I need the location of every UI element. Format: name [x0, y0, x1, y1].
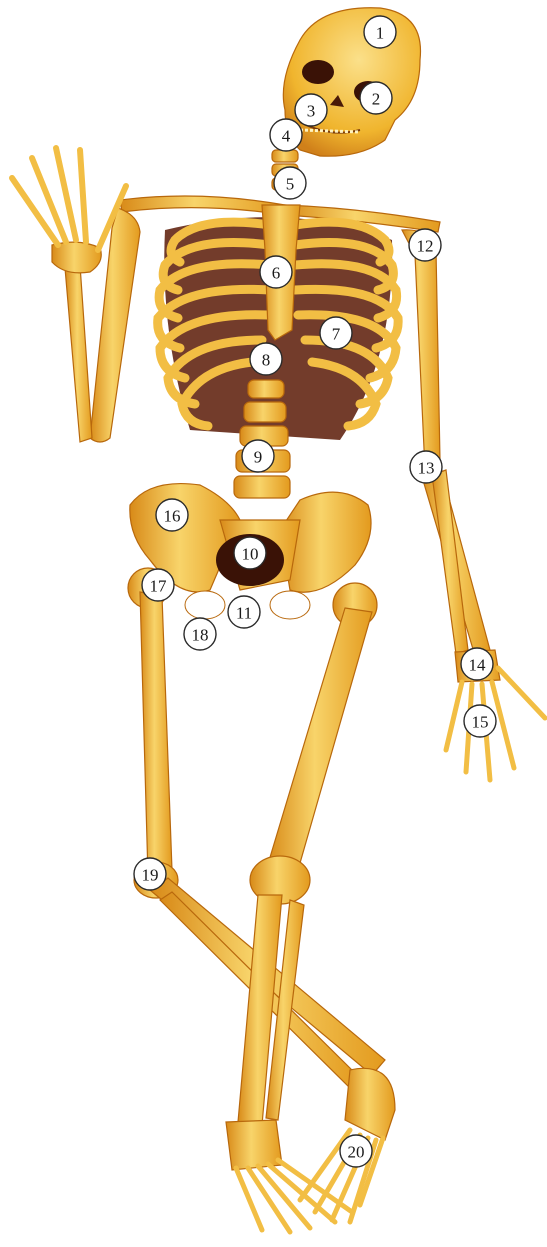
label-number: 13 — [418, 459, 435, 478]
label-marker-14: 14 — [461, 648, 493, 680]
label-marker-5: 5 — [274, 167, 306, 199]
label-marker-11: 11 — [228, 596, 260, 628]
label-marker-3: 3 — [295, 94, 327, 126]
label-number: 19 — [142, 866, 159, 885]
label-marker-16: 16 — [156, 499, 188, 531]
left-arm-hanging — [402, 230, 545, 780]
label-marker-8: 8 — [250, 343, 282, 375]
label-number: 7 — [332, 325, 341, 344]
label-marker-10: 10 — [234, 537, 266, 569]
label-marker-20: 20 — [340, 1135, 372, 1167]
label-marker-17: 17 — [142, 569, 174, 601]
label-number: 10 — [242, 545, 259, 564]
label-number: 6 — [272, 264, 281, 283]
right-arm-raised — [12, 148, 140, 442]
label-number: 2 — [372, 90, 381, 109]
label-number: 9 — [254, 448, 263, 467]
label-number: 17 — [150, 577, 168, 596]
label-number: 12 — [417, 237, 434, 256]
label-number: 16 — [164, 507, 181, 526]
label-number: 8 — [262, 351, 271, 370]
label-marker-2: 2 — [360, 82, 392, 114]
skull — [283, 8, 420, 156]
label-number: 11 — [236, 604, 252, 623]
label-marker-12: 12 — [409, 229, 441, 261]
label-number: 15 — [472, 713, 489, 732]
label-number: 18 — [192, 626, 209, 645]
label-marker-6: 6 — [260, 256, 292, 288]
label-marker-4: 4 — [270, 119, 302, 151]
label-marker-1: 1 — [364, 16, 396, 48]
label-marker-9: 9 — [242, 440, 274, 472]
label-marker-7: 7 — [320, 317, 352, 349]
label-number: 1 — [376, 24, 385, 43]
label-marker-19: 19 — [134, 858, 166, 890]
label-marker-18: 18 — [184, 618, 216, 650]
label-number: 4 — [282, 127, 291, 146]
label-number: 5 — [286, 175, 295, 194]
label-number: 14 — [469, 656, 487, 675]
label-marker-13: 13 — [410, 451, 442, 483]
label-number: 20 — [348, 1143, 365, 1162]
label-number: 3 — [307, 102, 316, 121]
label-marker-15: 15 — [464, 705, 496, 737]
